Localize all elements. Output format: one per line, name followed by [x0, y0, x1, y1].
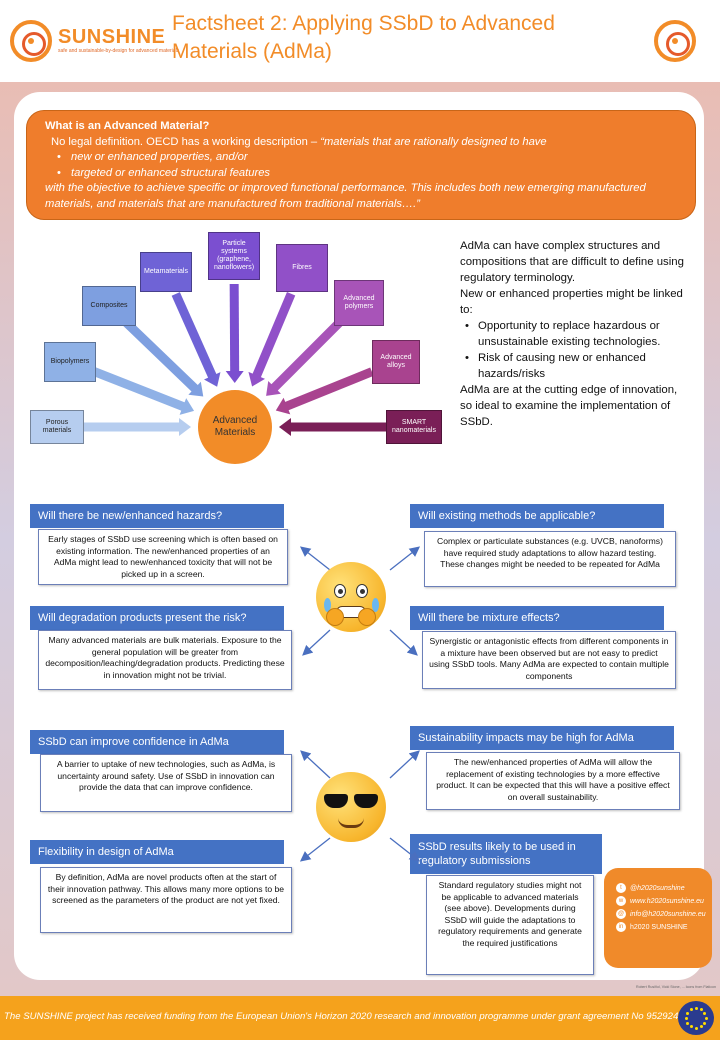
diagram-arrow-head: [179, 398, 195, 415]
sunshine-logo-icon: [654, 20, 696, 62]
diagram-arrow: [171, 292, 218, 382]
eu-star: [699, 1025, 703, 1029]
sunshine-logo-icon: [10, 20, 52, 62]
diagram-arrow: [268, 318, 344, 394]
intro-paragraph: AdMa are at the cutting edge of innovati…: [460, 384, 678, 428]
panel-regulatory-body: Standard regulatory studies might not be…: [426, 875, 594, 975]
panel-mixture-title: Will there be mixture effects?: [410, 606, 664, 630]
panel-mixture-body: Synergistic or antagonistic effects from…: [422, 631, 676, 689]
diagram-arrow-head: [179, 418, 191, 436]
definition-text: No legal definition. OECD has a working …: [45, 135, 681, 151]
diagram-center-node: Advanced Materials: [198, 390, 272, 464]
contact-twitter[interactable]: t @h2020sunshine: [616, 882, 704, 895]
diagram-arrow: [229, 283, 240, 376]
panel-hazards-title: Will there be new/enhanced hazards?: [30, 504, 284, 528]
panel-confidence-title: SSbD can improve confidence in AdMa: [30, 730, 284, 754]
eu-star: [703, 1021, 707, 1025]
page-title: Factsheet 2: Applying SSbD to Advanced M…: [172, 12, 555, 63]
contact-web[interactable]: w www.h2020sunshine.eu: [616, 895, 704, 908]
diagram-arrow: [281, 367, 374, 412]
eu-star: [704, 1016, 708, 1020]
diagram-node: Fibres: [276, 244, 328, 292]
eu-star: [685, 1011, 689, 1015]
definition-bullet: new or enhanced properties, and/or: [45, 150, 681, 166]
definition-quote: “materials that are rationally designed …: [320, 135, 547, 148]
header: SUNSHINE safe and sustainable-by-design …: [0, 0, 720, 82]
eu-star: [689, 1025, 693, 1029]
diagram-arrow-head: [204, 372, 221, 387]
diagram-arrow-head: [275, 397, 291, 415]
cool-face-icon: [316, 772, 386, 842]
diagram-arrow: [90, 366, 189, 413]
diagram-node: Composites: [82, 286, 136, 326]
linkedin-name: h2020 SUNSHINE: [630, 924, 688, 931]
panel-degradation-title: Will degradation products present the ri…: [30, 606, 284, 630]
diagram-node: Particle systems (graphene, nanoflowers): [208, 232, 260, 280]
contact-linkedin[interactable]: in h2020 SUNSHINE: [616, 921, 704, 934]
definition-bullet: targeted or enhanced structural features: [45, 166, 681, 182]
definition-tail: with the objective to achieve specific o…: [45, 182, 646, 210]
brand-name: SUNSHINE: [58, 26, 166, 48]
contact-email[interactable]: @ info@h2020sunshine.eu: [616, 908, 706, 921]
diagram-arrow: [123, 319, 201, 395]
panel-flexibility-body: By definition, AdMa are novel products o…: [40, 867, 292, 933]
intro-list-item: Risk of causing new or enhanced hazards/…: [460, 350, 692, 382]
globe-icon: w: [616, 896, 626, 907]
panel-methods-body: Complex or particulate substances (e.g. …: [424, 531, 676, 587]
definition-lead: No legal definition. OECD has a working …: [51, 135, 321, 148]
panel-regulatory-title: SSbD results likely to be used in regula…: [410, 834, 602, 874]
twitter-icon: t: [616, 883, 626, 894]
website-link: www.h2020sunshine.eu: [630, 898, 704, 905]
diagram-arrow-head: [188, 381, 204, 397]
panel-sustainability-body: The new/enhanced properties of AdMa will…: [426, 752, 680, 810]
advanced-materials-diagram: Advanced Materials Porous materials Biopo…: [24, 228, 454, 468]
diagram-node: Metamaterials: [140, 252, 192, 292]
email-link: info@h2020sunshine.eu: [630, 911, 706, 918]
linkedin-icon: in: [616, 922, 626, 933]
intro-text: AdMa can have complex structures and com…: [460, 238, 692, 430]
diagram-arrows: [78, 283, 393, 436]
eu-star: [694, 1026, 698, 1030]
diagram-node: Advanced polymers: [334, 280, 384, 326]
panel-confidence-body: A barrier to uptake of new technologies,…: [40, 754, 292, 812]
diagram-arrow: [251, 292, 296, 381]
intro-paragraph: AdMa can have complex structures and com…: [460, 240, 684, 284]
intro-list: Opportunity to replace hazardous or unsu…: [460, 318, 692, 382]
eu-star: [703, 1011, 707, 1015]
intro-list-item: Opportunity to replace hazardous or unsu…: [460, 318, 692, 350]
eu-star: [684, 1016, 688, 1020]
diagram-node: Advanced alloys: [372, 340, 420, 384]
diagram-arrow-head: [279, 418, 291, 436]
diagram-node: Biopolymers: [44, 342, 96, 382]
credits: Robert Rusiñol, Vicki Stone, ... Icons f…: [635, 985, 716, 989]
panel-methods-title: Will existing methods be applicable?: [410, 504, 664, 528]
definition-box: What is an Advanced Material? No legal d…: [26, 110, 696, 220]
eu-star: [694, 1006, 698, 1010]
diagram-arrow-head: [248, 371, 266, 387]
diagram-arrow-head: [225, 370, 244, 384]
worried-face-icon: [316, 562, 386, 632]
intro-paragraph: New or enhanced properties might be link…: [460, 288, 683, 316]
panel-flexibility-title: Flexibility in design of AdMa: [30, 840, 284, 864]
eu-flag-icon: [678, 1001, 714, 1035]
emoji-arrows: [299, 546, 421, 862]
diagram-arrow-head: [266, 381, 281, 396]
definition-heading: What is an Advanced Material?: [45, 120, 210, 132]
eu-star: [685, 1021, 689, 1025]
diagram-node: SMART nanomaterials: [386, 410, 442, 444]
panel-degradation-body: Many advanced materials are bulk materia…: [38, 630, 292, 690]
funding-statement: The SUNSHINE project has received fundin…: [4, 1011, 681, 1022]
twitter-handle: @h2020sunshine: [630, 885, 685, 892]
eu-star: [699, 1007, 703, 1011]
panel-hazards-body: Early stages of SSbD use screening which…: [38, 529, 288, 585]
brand-tagline: safe and sustainable-by-design for advan…: [58, 48, 180, 54]
diagram-node: Porous materials: [30, 410, 84, 444]
mail-icon: @: [616, 909, 626, 920]
eu-star: [689, 1007, 693, 1011]
panel-sustainability-title: Sustainability impacts may be high for A…: [410, 726, 674, 750]
footer: The SUNSHINE project has received fundin…: [0, 996, 720, 1040]
